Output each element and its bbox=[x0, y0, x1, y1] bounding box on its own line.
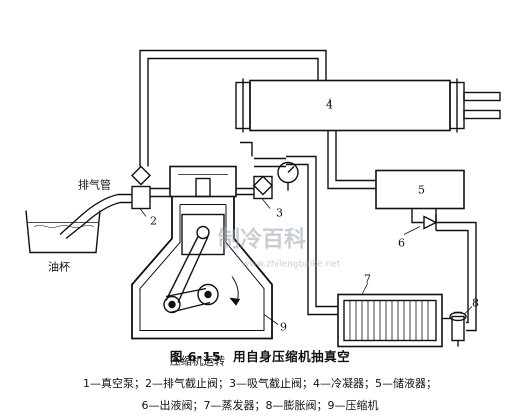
exhaust-pipe bbox=[59, 193, 132, 240]
suction-line bbox=[286, 155, 338, 316]
compressor-running-label: 压缩机运转 bbox=[170, 354, 225, 368]
discharge-line bbox=[139, 49, 327, 167]
callout-7: 7 bbox=[364, 273, 371, 286]
liquid-line-to-receiver bbox=[327, 130, 376, 190]
callout-6: 6 bbox=[398, 237, 405, 250]
receiver bbox=[375, 169, 465, 210]
suction-valve bbox=[240, 141, 299, 200]
figure-title: 用自身压缩机抽真空 bbox=[233, 349, 351, 364]
discharge-valve bbox=[131, 165, 170, 210]
callout-5: 5 bbox=[418, 184, 425, 197]
oil-cup-label: 油杯 bbox=[48, 260, 70, 274]
figure-number: 图 6-15 bbox=[169, 349, 222, 364]
oil-cup-vessel bbox=[25, 210, 101, 254]
liquid-line-to-expansion-valve bbox=[436, 221, 477, 332]
evaporator bbox=[337, 293, 452, 348]
expansion-valve bbox=[449, 311, 467, 347]
figure-caption: 图 6-15 用自身压缩机抽真空 bbox=[0, 346, 520, 365]
condenser bbox=[235, 78, 501, 133]
callout-2: 2 bbox=[150, 215, 157, 228]
callout-9: 9 bbox=[280, 321, 287, 334]
watermark-url: www.zhilengbaike.net bbox=[242, 260, 341, 270]
legend-line-1: 1—真空泵；2—排气截止阀；3—吸气截止阀；4—冷凝器；5—储液器； bbox=[83, 377, 437, 390]
watermark-text: 制冷百科 bbox=[218, 227, 306, 253]
callout-4: 4 bbox=[326, 99, 333, 112]
watermark: 制冷百科 www.zhilengbaike.net bbox=[218, 227, 341, 270]
legend-line-2: 6—出液阀；7—蒸发器；8—膨胀阀；9—压缩机 bbox=[141, 399, 379, 412]
compressor-body bbox=[131, 196, 273, 340]
compressor-head bbox=[169, 165, 254, 198]
callout-8: 8 bbox=[472, 297, 479, 310]
leader-lines bbox=[139, 98, 473, 325]
callout-3: 3 bbox=[276, 207, 283, 220]
outlet-valve bbox=[411, 208, 438, 231]
exhaust-pipe-label: 排气管 bbox=[78, 178, 111, 192]
